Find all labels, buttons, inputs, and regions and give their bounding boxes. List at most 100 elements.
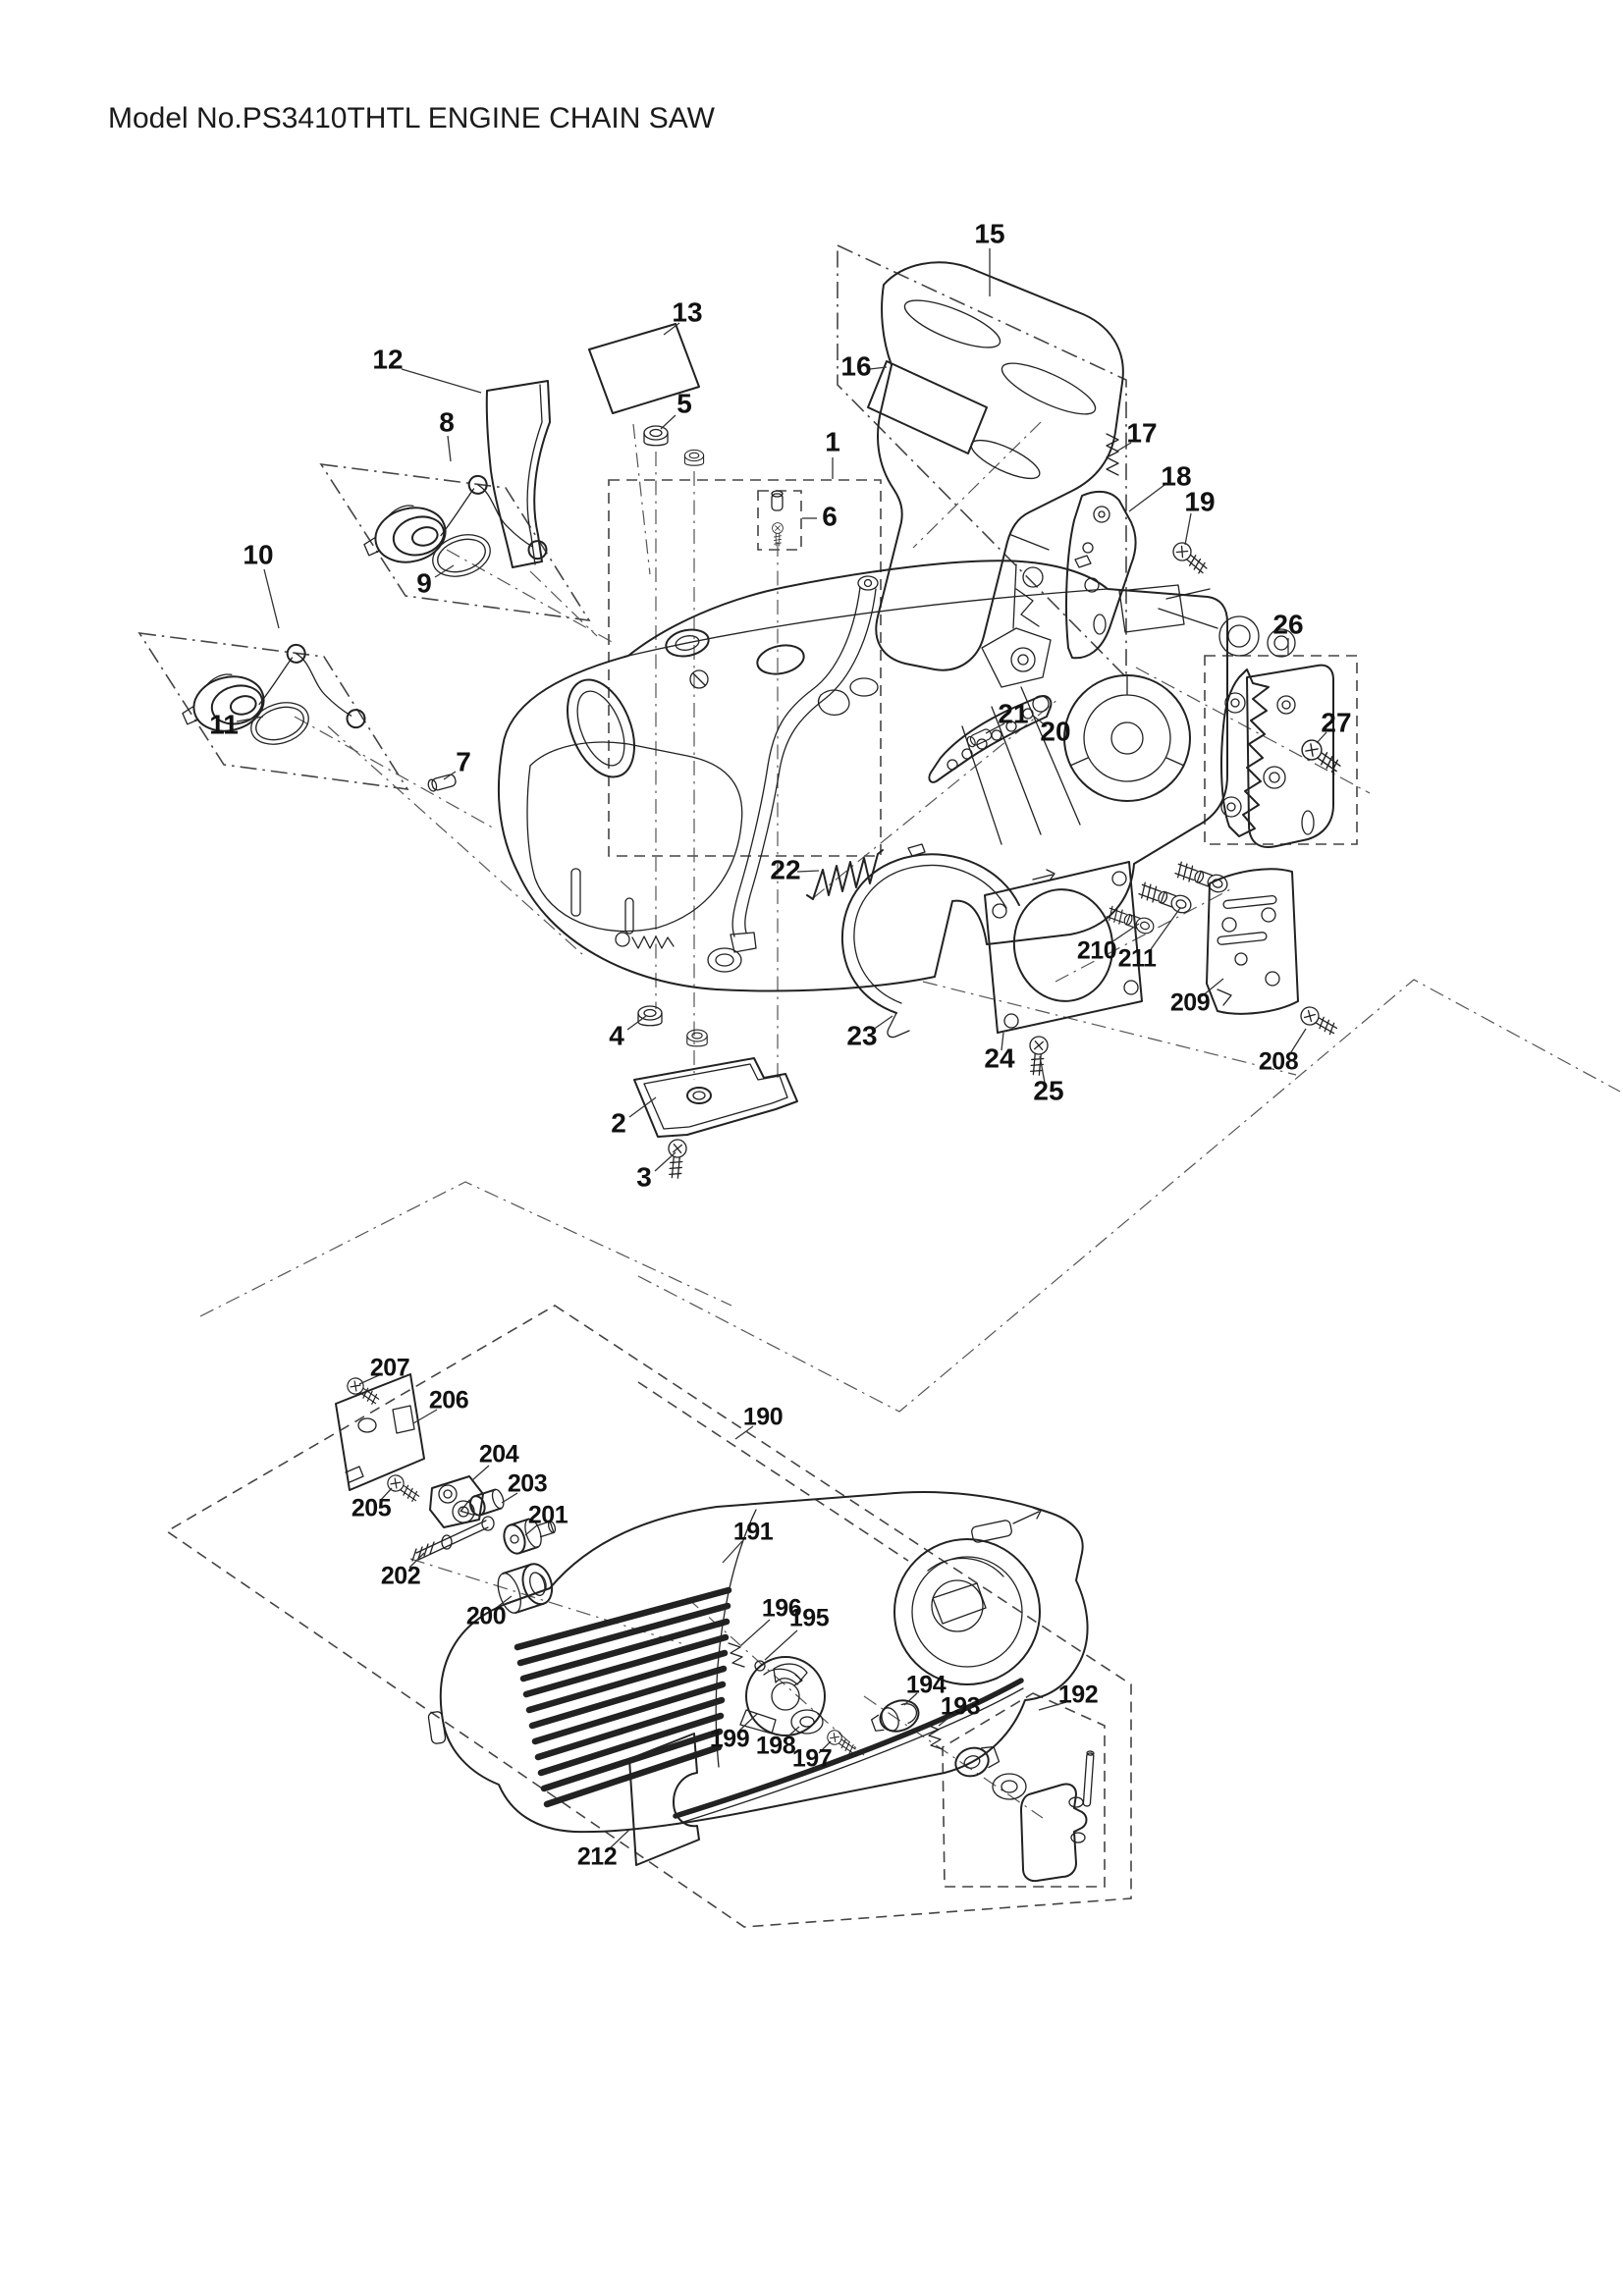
fuel-cap-icon bbox=[172, 631, 368, 769]
part-18-brake-bracket-shape bbox=[1093, 614, 1107, 635]
part-200-bushing-shape bbox=[537, 1573, 547, 1593]
leader-line-19 bbox=[1184, 512, 1192, 546]
part-191-clutch-cover-shape bbox=[1012, 1507, 1042, 1524]
leader-line-202 bbox=[408, 1552, 425, 1569]
diagram-title: Model No.PS3410THTL ENGINE CHAIN SAW bbox=[108, 102, 716, 134]
part-1-crankcase-housing-shape bbox=[1301, 810, 1315, 835]
part-label-201-piston: 201 bbox=[528, 1502, 568, 1529]
part-label-11-o-ring: 11 bbox=[209, 709, 239, 739]
part-label-16-caution-label: 16 bbox=[840, 350, 871, 381]
part-1-crankcase-housing-shape bbox=[1246, 664, 1334, 848]
part-15-top-handle bbox=[875, 261, 1124, 688]
part-2-bottom-guard-plate bbox=[633, 1057, 798, 1138]
part-12-side-cover-plate bbox=[485, 380, 551, 568]
part-15-top-handle-shape bbox=[981, 627, 1052, 688]
part-26-bumper-spike-shape bbox=[1220, 668, 1270, 837]
part-label-8-oil-cap-assembly: 8 bbox=[439, 406, 455, 437]
part-label-18-brake-bracket: 18 bbox=[1161, 460, 1191, 491]
clutch-box-inner-edge bbox=[637, 1381, 909, 1562]
part-199-cam-shape bbox=[739, 1709, 777, 1735]
leader-line-203 bbox=[501, 1492, 518, 1504]
part-200-bushing bbox=[497, 1563, 554, 1614]
part-199-cam-shape bbox=[763, 1668, 803, 1686]
part-label-210-stud-bolt: 210 bbox=[1077, 937, 1116, 965]
part-191-clutch-cover-shape bbox=[932, 1582, 987, 1625]
axis-side-plate-12 bbox=[529, 570, 598, 637]
part-192-tensioner-group-shape bbox=[992, 1773, 1027, 1800]
leader-line-205 bbox=[379, 1487, 393, 1502]
leader-line-12 bbox=[401, 368, 482, 394]
part-24-inner-guide-plate-shape bbox=[984, 861, 1143, 1034]
part-12-side-cover-plate-shape bbox=[526, 384, 543, 565]
part-18-brake-bracket-shape bbox=[1065, 490, 1137, 660]
part-1-crankcase-housing-shape bbox=[576, 690, 625, 767]
part-18-brake-bracket-shape bbox=[1098, 510, 1106, 518]
part-label-190-clutch-cover-assembly: 190 bbox=[743, 1404, 783, 1431]
vent-rib bbox=[543, 1743, 723, 1808]
part-1-crankcase-housing-shape bbox=[1276, 695, 1296, 715]
part-23-brake-band-shape bbox=[907, 843, 926, 857]
vent-rib bbox=[540, 1728, 724, 1792]
part-209-outer-guide-plate-shape bbox=[1217, 988, 1232, 1006]
fuel-hose-shape bbox=[744, 588, 877, 934]
axis-fuel-cap-10 bbox=[294, 716, 497, 830]
part-label-206-cover-plate: 206 bbox=[429, 1387, 468, 1415]
part-label-19-screw: 19 bbox=[1184, 486, 1215, 516]
part-2-bottom-guard-plate-shape bbox=[692, 1091, 706, 1100]
part-26-bumper-spike-shape bbox=[1226, 802, 1236, 812]
part-20-chain-catcher-shape bbox=[1032, 695, 1050, 713]
part-209-outer-guide-plate-shape bbox=[1217, 932, 1268, 945]
part-label-4-grommet: 4 bbox=[609, 1020, 624, 1050]
part-1-crankcase-housing-shape bbox=[526, 741, 743, 933]
leader-line-4 bbox=[626, 1015, 647, 1031]
part-2-bottom-guard-plate-shape bbox=[643, 1063, 788, 1130]
part-label-194-adjusting-nut: 194 bbox=[906, 1672, 947, 1699]
part-24-inner-guide-plate-shape bbox=[1123, 980, 1139, 995]
part-label-21-pin: 21 bbox=[998, 698, 1028, 728]
oil-cap-icon bbox=[353, 462, 550, 600]
group-boxes-layer bbox=[137, 243, 1358, 1928]
part-label-25-screw: 25 bbox=[1033, 1075, 1063, 1105]
part-212-label-shape bbox=[628, 1733, 700, 1866]
part-label-26-bumper-spike: 26 bbox=[1272, 609, 1303, 639]
leader-line-7 bbox=[443, 771, 457, 780]
axis-adjuster-192 bbox=[863, 1695, 1044, 1819]
group-box-check-valve-6 bbox=[757, 490, 802, 551]
part-202-adjust-shaft-shape bbox=[441, 1534, 453, 1550]
clutch-cover-vents bbox=[514, 1586, 732, 1808]
leader-line-23 bbox=[872, 1015, 893, 1031]
fuel-hose-shape bbox=[857, 575, 879, 591]
part-191-clutch-cover-shape bbox=[911, 1556, 1023, 1668]
part-2-bottom-guard-plate-shape bbox=[633, 1057, 798, 1138]
part-20-chain-catcher-shape bbox=[947, 759, 958, 771]
leader-line-204 bbox=[471, 1465, 490, 1481]
part-204-bracket-plate-shape bbox=[458, 1506, 469, 1518]
leader-line-199 bbox=[738, 1713, 758, 1732]
part-17-spring-shape bbox=[1106, 433, 1119, 476]
leader-line-192 bbox=[1038, 1701, 1067, 1711]
part-6-check-valve-shape bbox=[771, 490, 784, 498]
part-191-clutch-cover-shape bbox=[439, 1491, 1089, 1834]
part-label-196-spring: 196 bbox=[762, 1595, 801, 1623]
part-label-3-tapping-screw: 3 bbox=[636, 1161, 652, 1192]
part-18-brake-bracket-shape bbox=[1074, 555, 1092, 568]
part-8-oil-cap-assembly bbox=[353, 462, 550, 600]
part-18-brake-bracket-shape bbox=[1093, 506, 1110, 523]
part-label-198-washer: 198 bbox=[756, 1733, 796, 1760]
part-1-crankcase-housing-shape bbox=[1227, 624, 1251, 648]
part-label-12-side-cover-plate: 12 bbox=[372, 344, 403, 374]
leader-line-193 bbox=[938, 1714, 953, 1727]
group-box-bumper-spike-26 bbox=[1204, 655, 1358, 845]
part-201-piston bbox=[503, 1518, 557, 1555]
leader-line-195 bbox=[764, 1629, 798, 1661]
part-22-tension-spring bbox=[806, 849, 884, 900]
axis-brake-parts bbox=[922, 981, 1297, 1076]
part-191-clutch-cover-shape bbox=[673, 1678, 1024, 1819]
part-1-crankcase-housing-shape bbox=[1263, 766, 1286, 789]
part-212-label bbox=[628, 1733, 700, 1866]
part-15-top-handle-shape bbox=[903, 299, 1001, 348]
part-1-crankcase-housing-shape bbox=[689, 669, 709, 689]
boundary-mid-chevron bbox=[199, 1181, 732, 1317]
fuel-hose-shape bbox=[707, 947, 742, 973]
